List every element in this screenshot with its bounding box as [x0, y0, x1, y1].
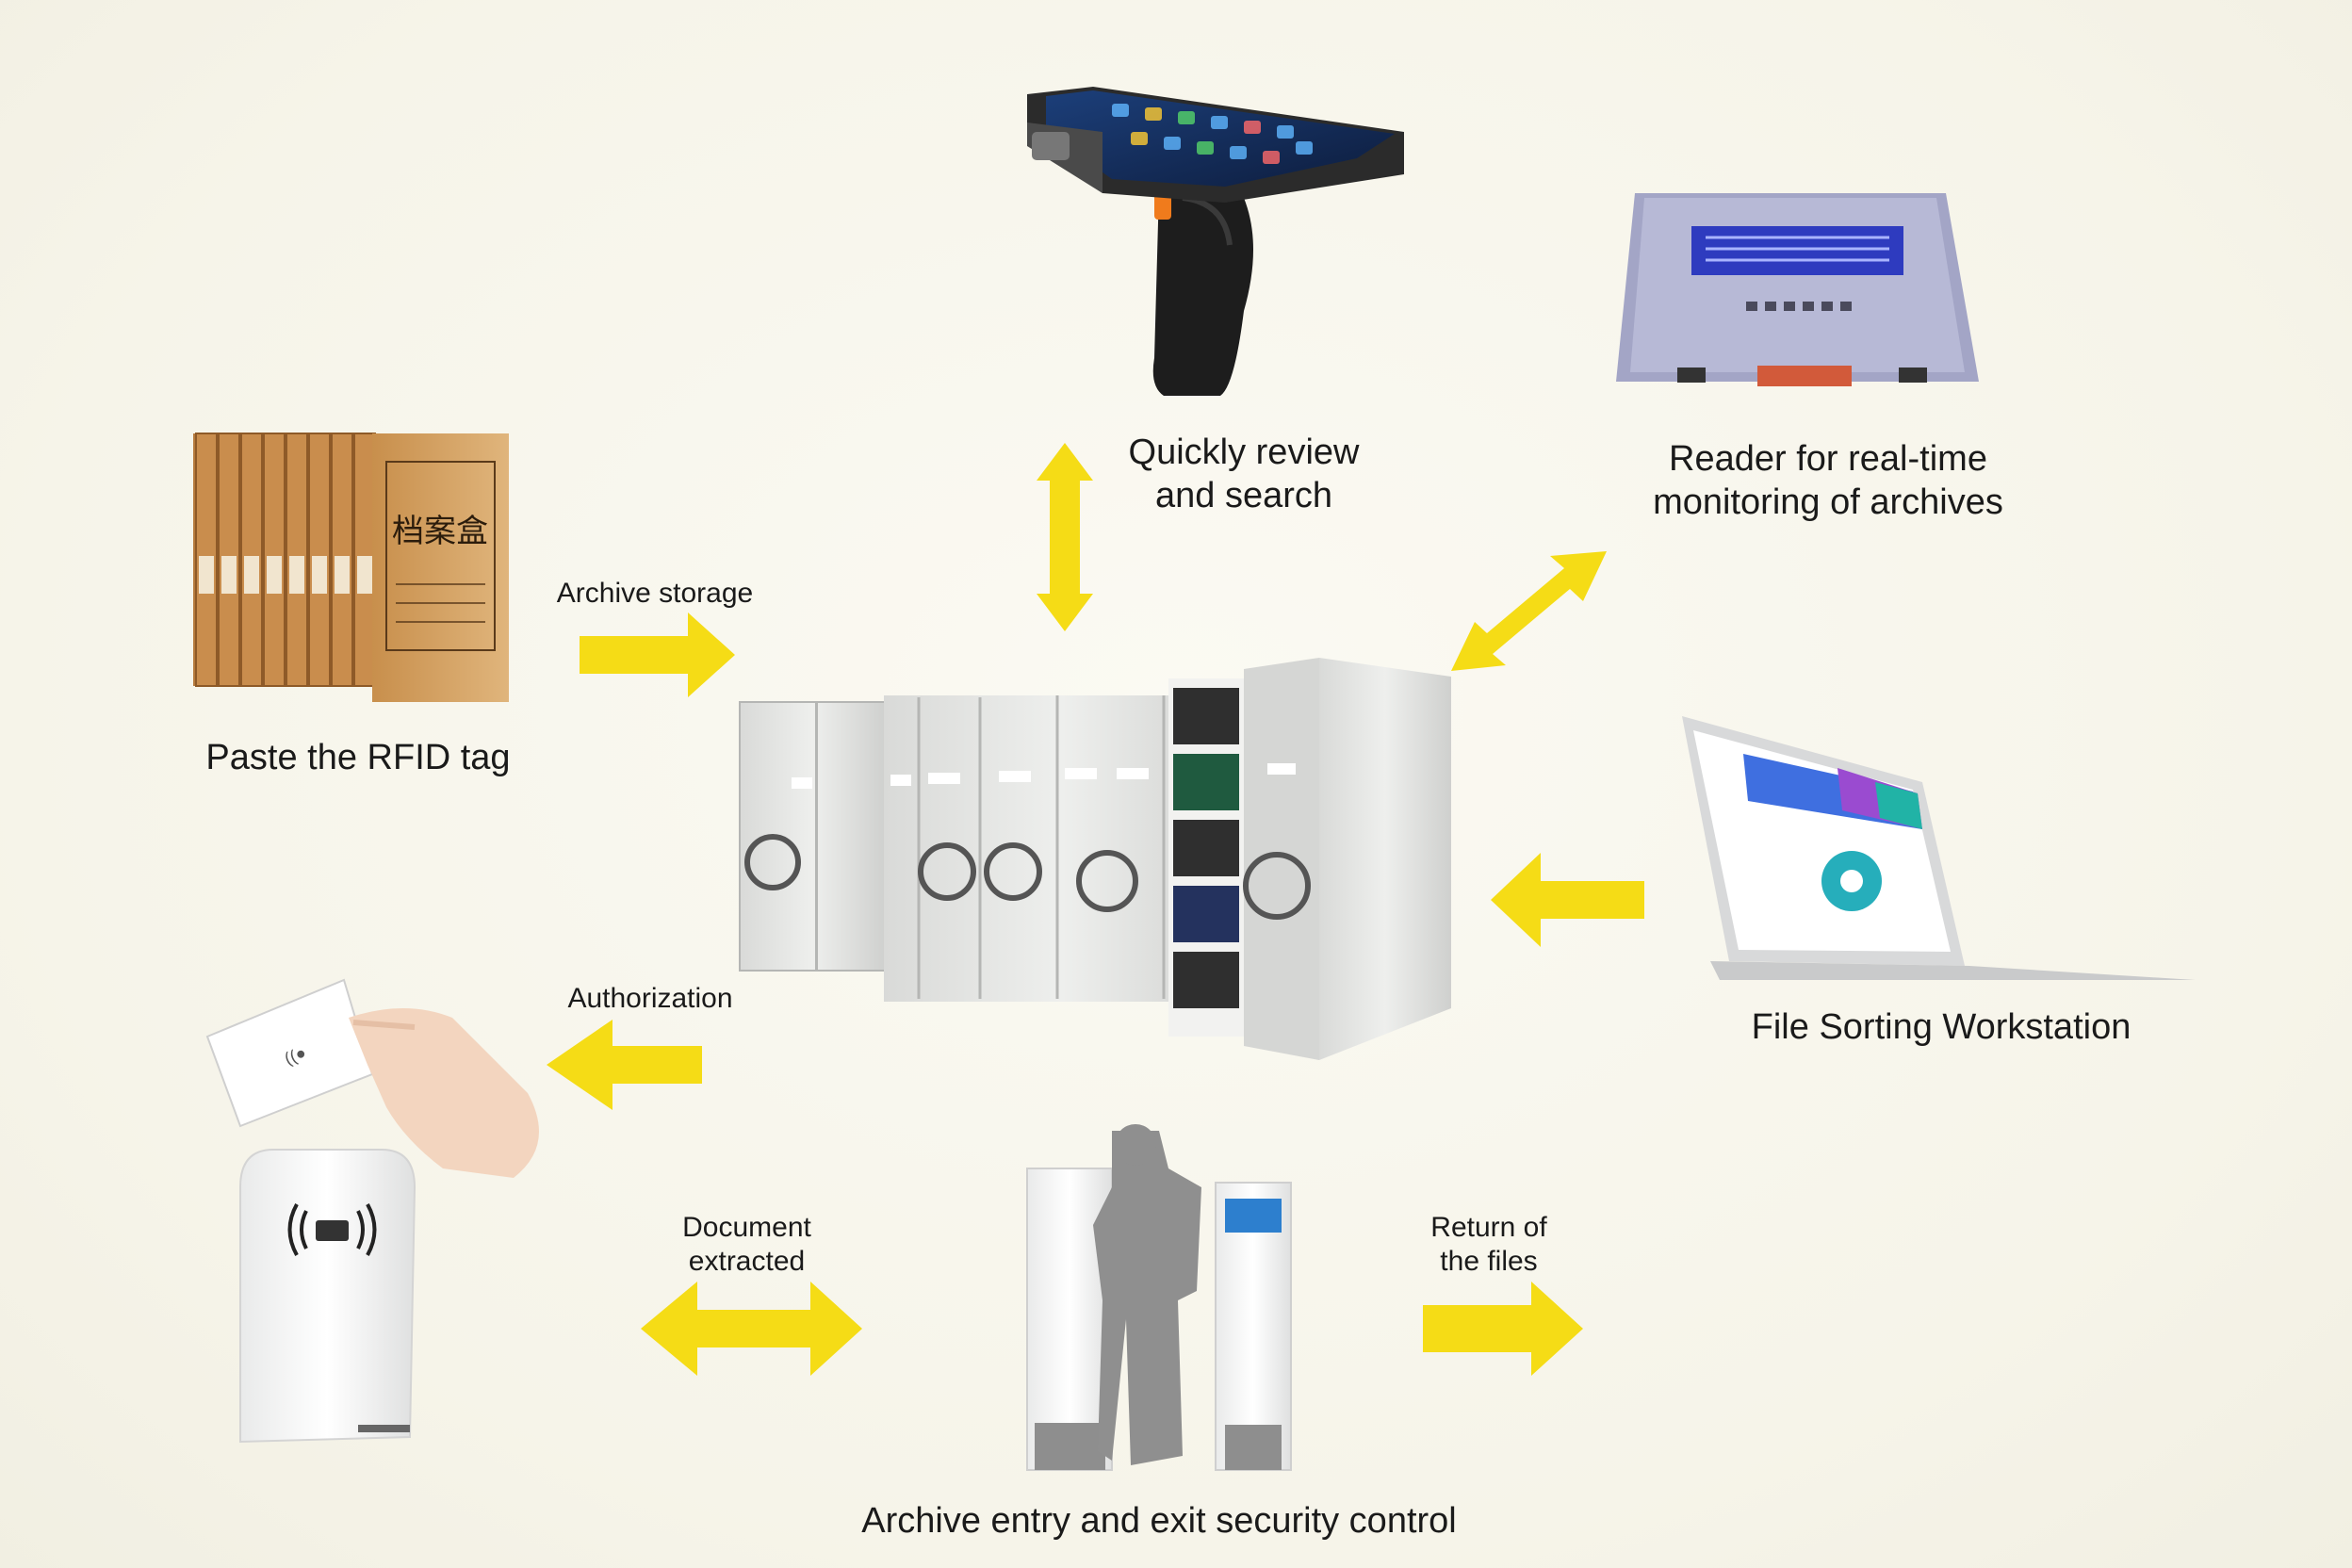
label-archive-storage: Archive storage: [556, 578, 754, 609]
label-reader-line-2: monitoring of archives: [1653, 482, 2003, 522]
label-document-extracted: Document extracted: [641, 1211, 853, 1279]
mobile-shelving-icon: [739, 658, 1451, 1060]
arrow-handheld-shelving: [1037, 443, 1093, 631]
card-hand-icon: ((●: [205, 978, 539, 1178]
label-rfid-tag: Paste the RFID tag: [205, 738, 511, 777]
label-reader: Reader for real-time monitoring of archi…: [1602, 438, 2054, 524]
arrow-workstation-shelving: [1491, 853, 1644, 947]
label-document-extracted-line-1: Document: [682, 1212, 811, 1243]
label-handheld-line-1: Quickly review: [1128, 433, 1360, 472]
arrow-authorization: [547, 1020, 702, 1110]
archive-box-title: 档案盒: [392, 513, 488, 550]
fixed-reader-icon: [1616, 193, 1979, 386]
label-document-extracted-line-2: extracted: [688, 1246, 806, 1277]
label-return-files-line-1: Return of: [1430, 1212, 1547, 1243]
handheld-scanner-icon: [1027, 87, 1404, 396]
label-return-files: Return of the files: [1395, 1211, 1583, 1279]
desktop-card-reader-icon: [239, 1149, 416, 1444]
arrow-archive-storage: [580, 612, 735, 697]
arrow-group: [547, 443, 1644, 1376]
archive-box-icon: 档案盒: [193, 433, 509, 702]
laptop-icon: [1682, 716, 2196, 980]
label-handheld-line-2: and search: [1154, 475, 1332, 515]
label-return-files-line-2: the files: [1440, 1246, 1538, 1277]
label-handheld: Quickly review and search: [1098, 432, 1390, 517]
label-workstation: File Sorting Workstation: [1751, 1007, 2132, 1047]
label-security-gate: Archive entry and exit security control: [861, 1501, 1457, 1541]
arrow-document-extracted: [641, 1282, 862, 1376]
label-reader-line-1: Reader for real-time: [1669, 439, 1987, 479]
arrow-return-files: [1423, 1282, 1583, 1376]
security-gate-icon: [1026, 1124, 1292, 1471]
label-authorization: Authorization: [567, 983, 733, 1014]
arrow-reader-shelving: [1451, 551, 1607, 671]
